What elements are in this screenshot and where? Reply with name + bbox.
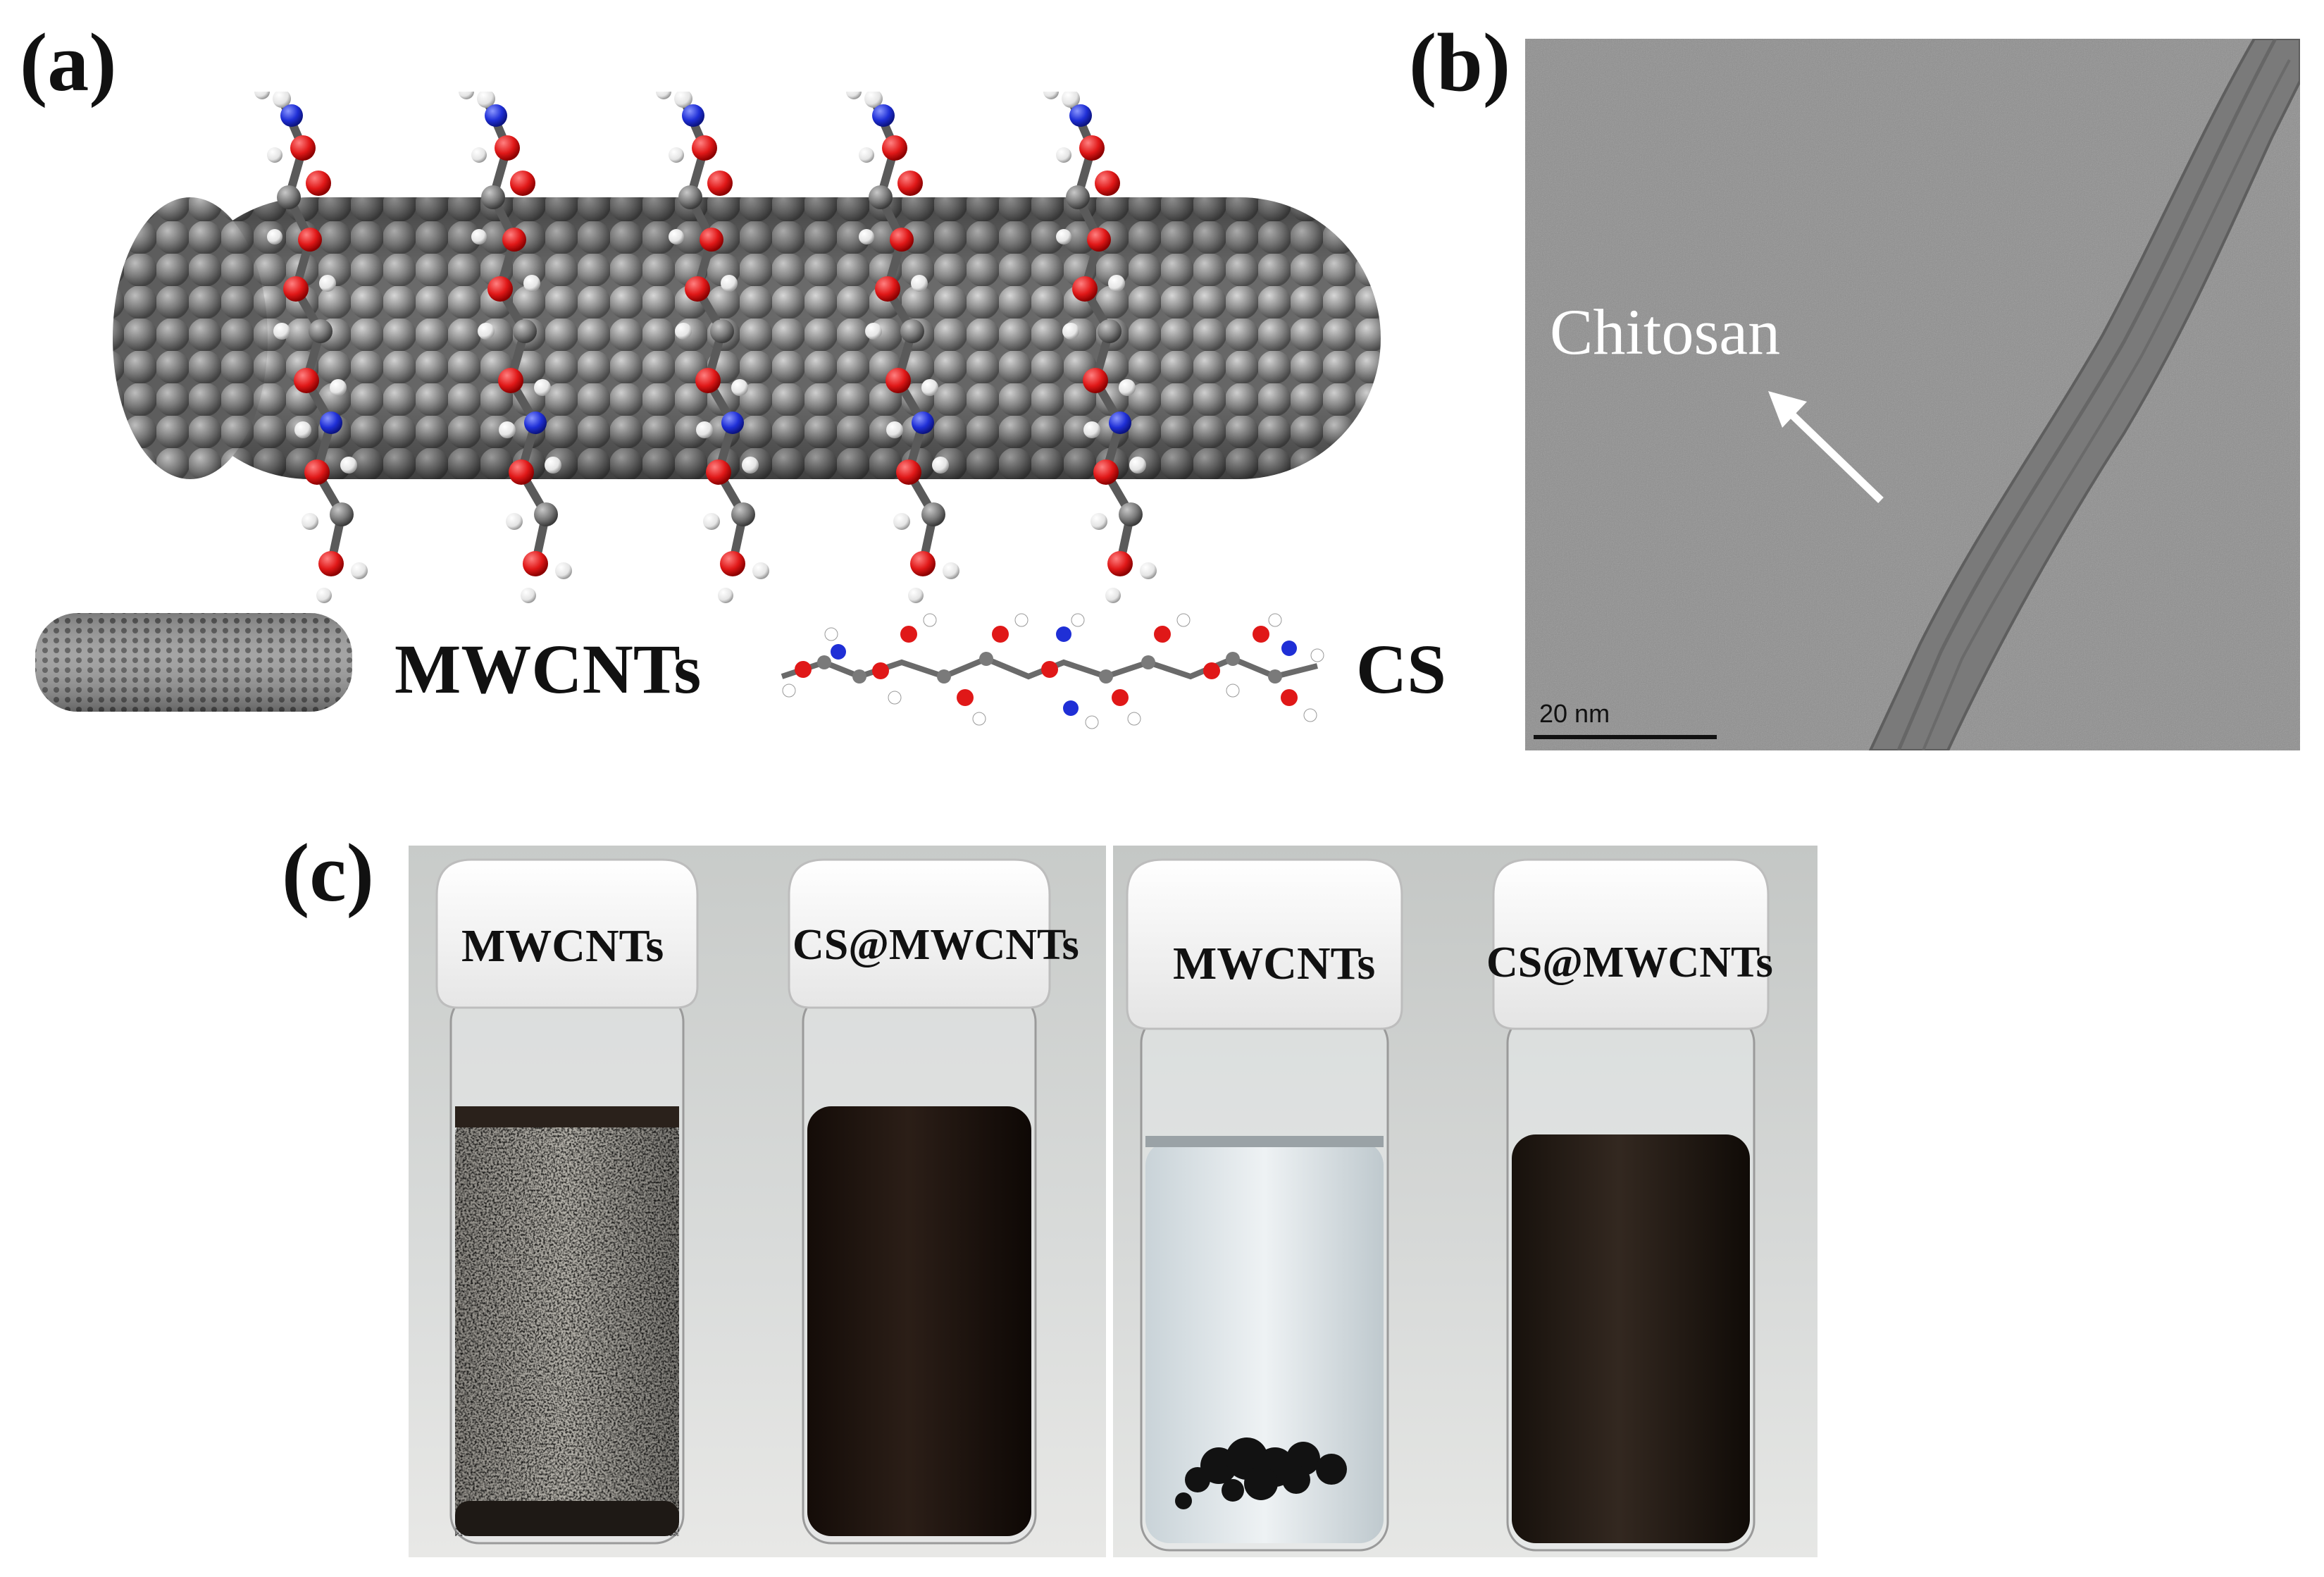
mwcnt-legend-label: MWCNTs: [394, 630, 702, 708]
nanotube-body: [113, 197, 1381, 479]
cs-legend-molecule: [781, 613, 1324, 729]
panel-c-label: (c): [282, 827, 374, 919]
vial-1: [435, 858, 699, 1545]
scale-bar-label: 20 nm: [1539, 699, 1610, 728]
panel-b-label: (b): [1409, 16, 1511, 109]
cs-legend-label: CS: [1356, 630, 1446, 708]
tem-micrograph: Chitosan 20 nm: [1525, 39, 2300, 750]
scale-bar: [1534, 735, 1717, 739]
vial-1-cap-label: MWCNTs: [461, 920, 664, 972]
panel-a-label: (a): [20, 16, 117, 109]
photo-right: MWCNTs CS@MWCNTs: [1113, 846, 1817, 1557]
chitosan-annotation: Chitosan: [1550, 296, 1781, 368]
vial-2-cap-label: CS@MWCNTs: [793, 921, 1079, 969]
vial-3: [1126, 858, 1403, 1552]
photo-left: MWCNTs CS@MWCNTs: [409, 846, 1106, 1557]
annotation-arrow-icon: [1768, 391, 1884, 503]
cs-mwcnt-model-illustration: [113, 92, 1381, 606]
photo-divider: [1106, 846, 1113, 1557]
vial-4: [1492, 858, 1770, 1552]
vial-3-cap-label: MWCNTs: [1173, 938, 1376, 989]
mwcnt-legend-icon: [35, 613, 352, 712]
vial-4-cap-label: CS@MWCNTs: [1486, 939, 1773, 987]
vial-2: [788, 858, 1051, 1545]
